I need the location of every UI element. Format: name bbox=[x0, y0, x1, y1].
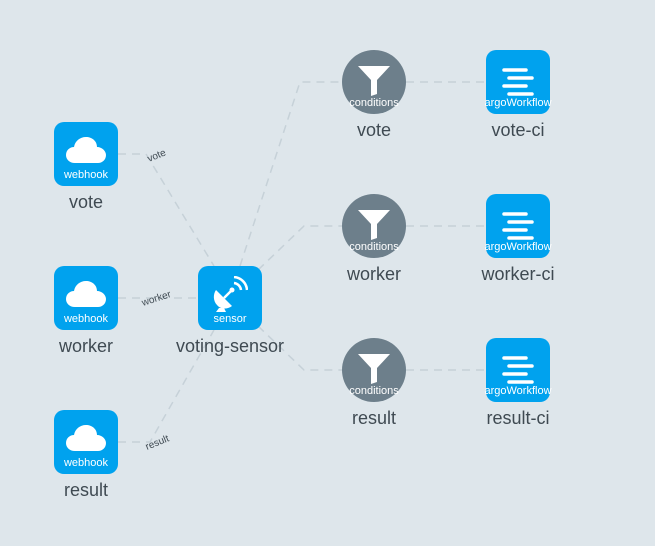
edge-sensor-worker-condition bbox=[257, 225, 342, 271]
condition-circle: conditions bbox=[342, 194, 406, 258]
node-name: worker bbox=[346, 264, 401, 284]
node-name: worker bbox=[58, 336, 113, 356]
node-name: voting-sensor bbox=[175, 336, 285, 356]
node-type-label: webhook bbox=[63, 313, 109, 325]
node-type-label: conditions bbox=[349, 97, 399, 109]
condition-circle: conditions bbox=[342, 338, 406, 402]
node-name: vote bbox=[68, 192, 104, 212]
node-type-label: conditions bbox=[349, 241, 399, 253]
node-name: vote-ci bbox=[491, 120, 545, 140]
sensor-tile: sensor bbox=[198, 266, 262, 330]
node-name: result bbox=[63, 480, 108, 500]
edge-sensor-result-condition bbox=[257, 325, 342, 371]
filter-icon bbox=[358, 210, 390, 240]
node-type-label: argoWorkflow bbox=[484, 97, 552, 109]
webhook-tile: webhook bbox=[54, 266, 118, 330]
condition-circle: conditions bbox=[342, 50, 406, 114]
workflow-tile: argoWorkflow bbox=[484, 194, 552, 258]
node-name: vote bbox=[356, 120, 392, 140]
node-type-label: conditions bbox=[349, 385, 399, 397]
stream-lines-icon bbox=[502, 68, 534, 96]
filter-icon bbox=[358, 354, 390, 384]
node-type-label: webhook bbox=[63, 169, 109, 181]
cloud-icon bbox=[66, 137, 106, 163]
node-name: worker-ci bbox=[481, 264, 555, 284]
workflow-tile: argoWorkflow bbox=[484, 50, 552, 114]
filter-icon bbox=[358, 66, 390, 96]
node-type-label: argoWorkflow bbox=[484, 241, 552, 253]
node-name: result bbox=[351, 408, 396, 428]
node-type-label: sensor bbox=[213, 313, 247, 325]
edge-result-webhook-sensor bbox=[118, 329, 215, 443]
edge-label-worker: worker bbox=[140, 289, 174, 309]
node-name: result-ci bbox=[486, 408, 550, 428]
workflow-tile: argoWorkflow bbox=[484, 338, 552, 402]
edge-label-result: result bbox=[144, 433, 171, 452]
webhook-tile: webhook bbox=[54, 122, 118, 186]
satellite-dish-icon bbox=[213, 276, 248, 312]
edge-label-vote: vote bbox=[146, 147, 168, 164]
node-type-label: webhook bbox=[63, 457, 109, 469]
stream-lines-icon bbox=[502, 356, 534, 384]
edge-vote-webhook-sensor bbox=[118, 153, 215, 267]
cloud-icon bbox=[66, 425, 106, 451]
node-type-label: argoWorkflow bbox=[484, 385, 552, 397]
cloud-icon bbox=[66, 281, 106, 307]
stream-lines-icon bbox=[502, 212, 534, 240]
webhook-tile: webhook bbox=[54, 410, 118, 474]
